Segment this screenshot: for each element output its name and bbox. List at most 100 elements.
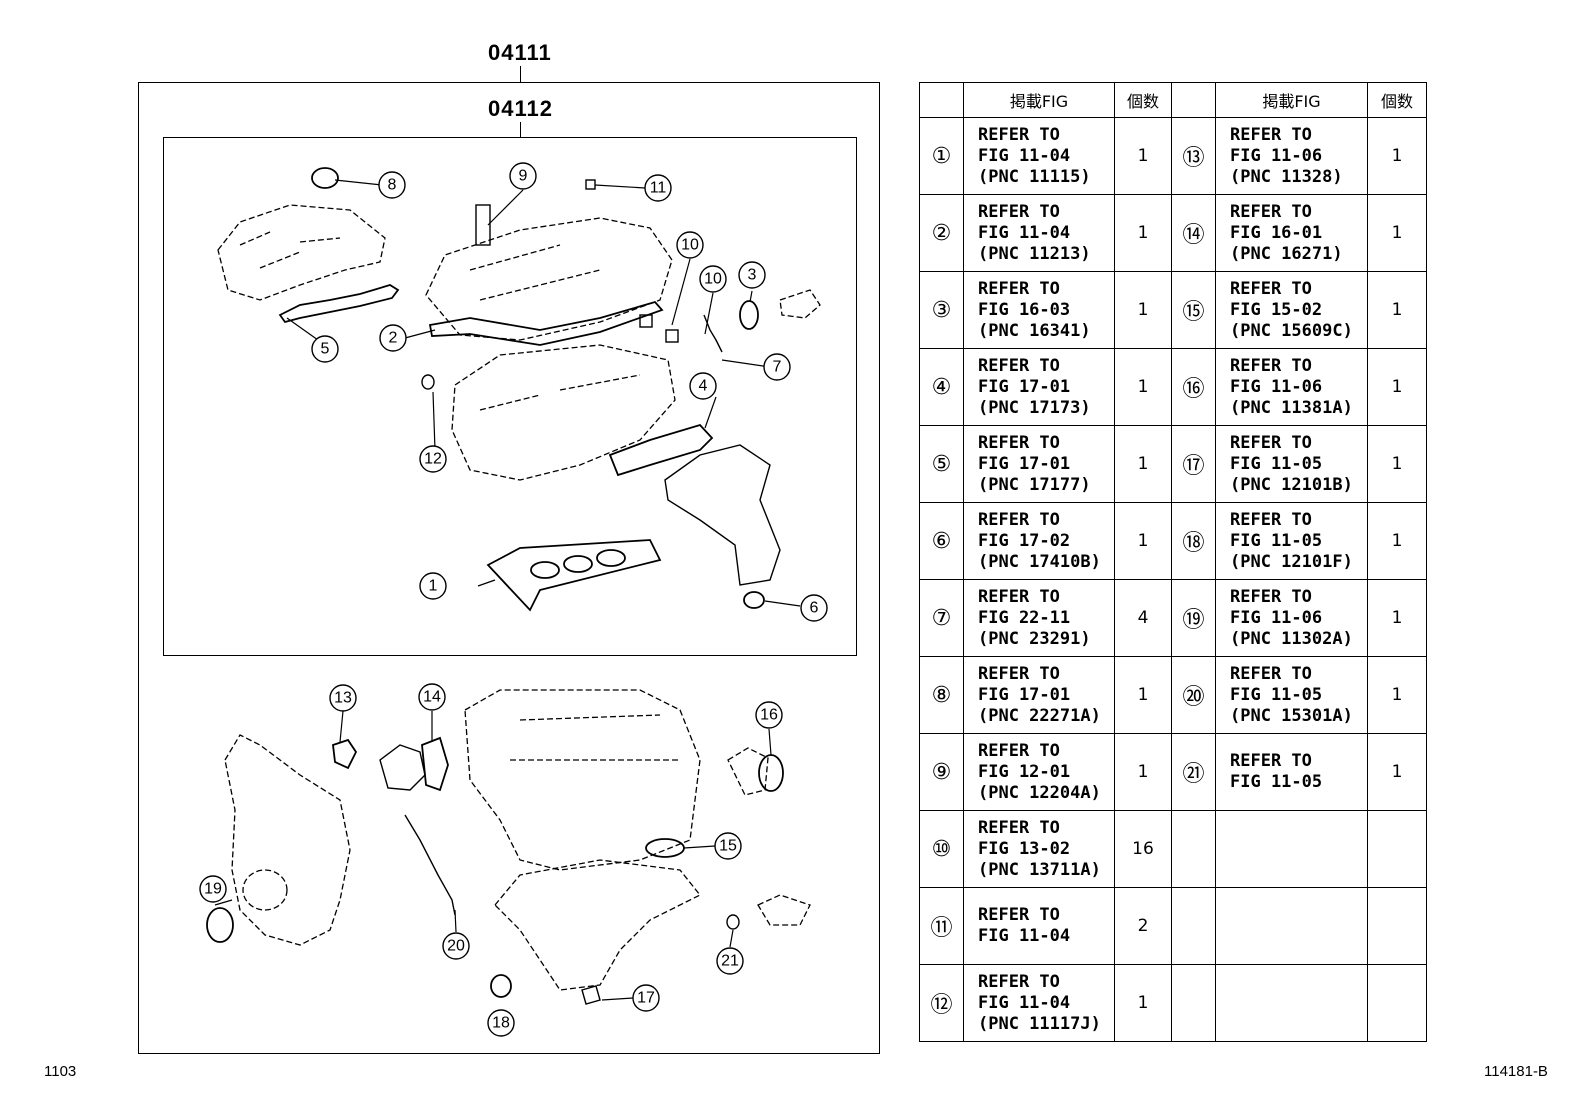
quantity: 4 — [1114, 579, 1172, 657]
assembly-number-outer: 04111 — [488, 40, 552, 65]
fig-reference-line: REFER TO — [978, 586, 1060, 607]
header-qty: 個数 — [1367, 82, 1427, 118]
svg-text:10: 10 — [681, 237, 699, 254]
fig-reference-line: FIG 11-04 — [978, 145, 1071, 166]
fig-reference-line: REFER TO — [978, 509, 1060, 530]
fig-reference-line: (PNC 13711A) — [978, 859, 1101, 880]
fig-reference-line: FIG 11-05 — [1230, 453, 1323, 474]
svg-text:20: 20 — [447, 938, 465, 955]
item-number: ⑨ — [919, 733, 964, 811]
fig-reference-line: (PNC 16341) — [978, 320, 1091, 341]
svg-text:9: 9 — [519, 168, 528, 185]
fig-reference — [1215, 810, 1368, 888]
item-number: ⑩ — [919, 810, 964, 888]
footer-left-code: 1103 — [44, 1063, 77, 1080]
item-number: ⑲ — [1171, 579, 1216, 657]
item-number — [1171, 810, 1216, 888]
gasket-18-drawing — [490, 974, 512, 998]
quantity: 1 — [1114, 194, 1172, 272]
fig-reference-line: FIG 15-02 — [1230, 299, 1323, 320]
fig-reference-line: REFER TO — [1230, 278, 1312, 299]
svg-text:1: 1 — [429, 578, 438, 595]
head-cover-drawing — [425, 217, 673, 341]
stud-7-drawing — [703, 314, 723, 353]
item-number: ⑤ — [919, 425, 964, 503]
callout-18: 18 — [487, 1009, 515, 1037]
fig-reference-line: (PNC 23291) — [978, 628, 1091, 649]
fig-reference-line: FIG 17-01 — [978, 684, 1071, 705]
fig-reference-line: FIG 11-04 — [978, 992, 1071, 1013]
fig-reference-line: FIG 11-04 — [978, 222, 1071, 243]
fig-reference-line: (PNC 11381A) — [1230, 397, 1353, 418]
svg-text:12: 12 — [424, 451, 442, 468]
timing-cover-drawing — [224, 734, 351, 946]
gasket-13-drawing — [332, 738, 358, 770]
quantity: 1 — [1367, 271, 1427, 349]
head-gasket-bore — [563, 555, 593, 573]
quantity — [1367, 887, 1427, 965]
assembly-number-inner: 04112 — [488, 96, 553, 121]
quantity: 1 — [1114, 117, 1172, 195]
quantity: 1 — [1367, 348, 1427, 426]
fig-reference-line: REFER TO — [1230, 663, 1312, 684]
seal-11-drawing — [585, 179, 596, 190]
fig-reference-line: REFER TO — [978, 740, 1060, 761]
leader-lines — [214, 179, 801, 1001]
svg-text:5: 5 — [321, 341, 330, 358]
leader-outer — [520, 66, 521, 82]
quantity: 1 — [1367, 117, 1427, 195]
callout-16: 16 — [755, 701, 783, 729]
fig-reference-line: REFER TO — [978, 971, 1060, 992]
exhaust-gasket-drawing — [608, 423, 714, 477]
cylinder-block-drawing — [464, 689, 701, 871]
fig-reference-line: FIG 16-03 — [978, 299, 1071, 320]
fig-reference-line: REFER TO — [978, 905, 1060, 925]
seal-16-drawing — [758, 754, 784, 792]
outer-frame — [138, 82, 880, 1054]
header-fig: 掲載FIG — [963, 82, 1115, 118]
callout-5: 5 — [311, 335, 339, 363]
svg-text:13: 13 — [334, 690, 352, 707]
cover-3-drawing — [779, 289, 821, 319]
seal-19-drawing — [206, 907, 234, 943]
fig-reference-line: (PNC 11328) — [1230, 166, 1343, 187]
fig-reference-line: FIG 11-06 — [1230, 607, 1323, 628]
head-gasket-drawing — [486, 539, 662, 612]
gasket-15-drawing — [645, 838, 685, 858]
fig-reference-line: REFER TO — [1230, 355, 1312, 376]
quantity: 16 — [1114, 810, 1172, 888]
quantity: 1 — [1114, 425, 1172, 503]
item-number: ⑪ — [919, 887, 964, 965]
fig-reference-line: (PNC 15609C) — [1230, 320, 1353, 341]
item-number — [1171, 964, 1216, 1042]
quantity — [1367, 964, 1427, 1042]
fig-reference-line: REFER TO — [978, 278, 1060, 299]
fig-reference-line: REFER TO — [1230, 509, 1312, 530]
callout-3: 3 — [738, 261, 766, 289]
fig-reference-line: REFER TO — [1230, 201, 1312, 222]
fig-reference-line: REFER TO — [978, 817, 1060, 838]
quantity — [1367, 810, 1427, 888]
header-fig: 掲載FIG — [1215, 82, 1368, 118]
svg-text:7: 7 — [773, 359, 782, 376]
seal-10b-drawing — [665, 329, 679, 343]
callout-8: 8 — [378, 171, 406, 199]
fig-reference-line: (PNC 15301A) — [1230, 705, 1353, 726]
quantity: 1 — [1114, 502, 1172, 580]
fig-reference-line: REFER TO — [978, 432, 1060, 453]
quantity: 1 — [1114, 348, 1172, 426]
callout-20: 20 — [442, 932, 470, 960]
callout-6: 6 — [800, 594, 828, 622]
